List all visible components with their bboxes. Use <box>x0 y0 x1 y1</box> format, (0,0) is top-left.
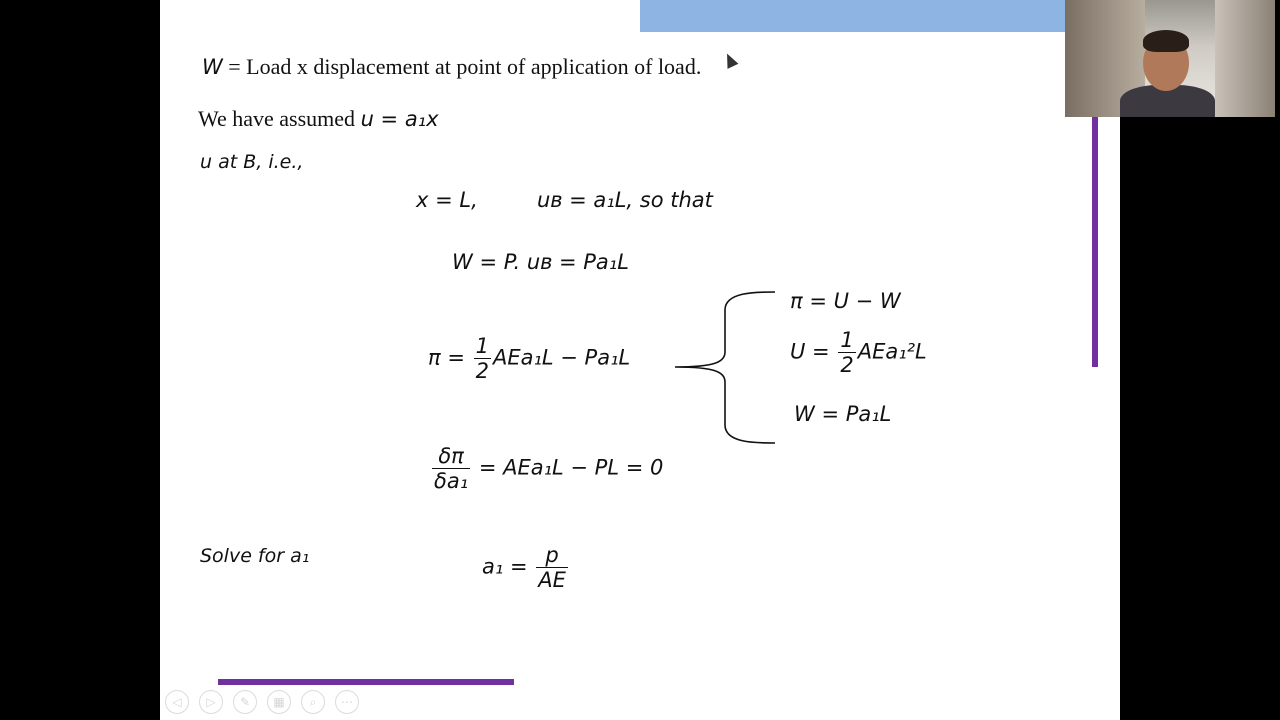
fraction-denominator: 2 <box>475 359 489 384</box>
pi-definition: π = U − W <box>790 289 901 313</box>
u-rhs: AEa₁²L <box>857 339 927 364</box>
slide-top-accent-bar <box>640 0 1065 32</box>
work-equation: W = P. uʙ = Pa₁L <box>452 250 629 274</box>
more-options-icon[interactable]: ⋯ <box>335 690 359 714</box>
presenter-hair <box>1143 30 1189 52</box>
slide-side-accent-bar <box>1092 117 1098 367</box>
solution-lhs: a₁ = <box>482 554 535 579</box>
slideshow-controls: ◁ ▷ ✎ ▦ ⌕ ⋯ <box>165 690 359 714</box>
pen-icon[interactable]: ✎ <box>233 690 257 714</box>
webcam-curtain-right <box>1215 0 1275 117</box>
work-definition: W = Load x displacement at point of appl… <box>202 54 701 80</box>
fraction-numerator-2: 1 <box>838 328 856 354</box>
u-at-b-label: u at B, i.e., <box>200 151 304 173</box>
work-definition-text: = Load x displacement at point of applic… <box>222 54 702 79</box>
next-slide-icon[interactable]: ▷ <box>199 690 223 714</box>
curly-brace <box>675 291 775 444</box>
u-lhs: U = <box>790 339 837 364</box>
work-symbol: W <box>202 55 223 79</box>
zoom-icon[interactable]: ⌕ <box>301 690 325 714</box>
mouse-cursor <box>721 51 739 69</box>
derivative-rhs: = AEa₁L − PL = 0 <box>472 455 664 480</box>
pi-rhs: AEa₁L − Pa₁L <box>492 345 631 370</box>
webcam-overlay <box>1065 0 1275 117</box>
assumption-line: We have assumed u = a₁x <box>198 106 439 132</box>
all-slides-icon[interactable]: ▦ <box>267 690 291 714</box>
fraction-numerator: 1 <box>473 334 491 360</box>
solution-numerator: p <box>536 543 568 569</box>
derivative-numerator: δπ <box>432 444 471 470</box>
derivative-denominator: δa₁ <box>434 469 469 494</box>
solve-label: Solve for a₁ <box>200 545 310 567</box>
assumption-text: We have assumed <box>198 106 361 131</box>
presentation-slide: W = Load x displacement at point of appl… <box>160 0 1120 720</box>
work-brace-equation: W = Pa₁L <box>794 402 892 426</box>
x-equals-l: x = L, <box>416 188 478 212</box>
solution-denominator: AE <box>538 568 566 593</box>
assumption-equation: u = a₁x <box>360 107 439 131</box>
ub-equation: uʙ = a₁L, so that <box>537 188 713 212</box>
slide-bottom-accent-bar <box>218 679 514 685</box>
previous-slide-icon[interactable]: ◁ <box>165 690 189 714</box>
fraction-denominator-2: 2 <box>840 353 854 378</box>
pi-lhs: π = <box>428 345 472 370</box>
